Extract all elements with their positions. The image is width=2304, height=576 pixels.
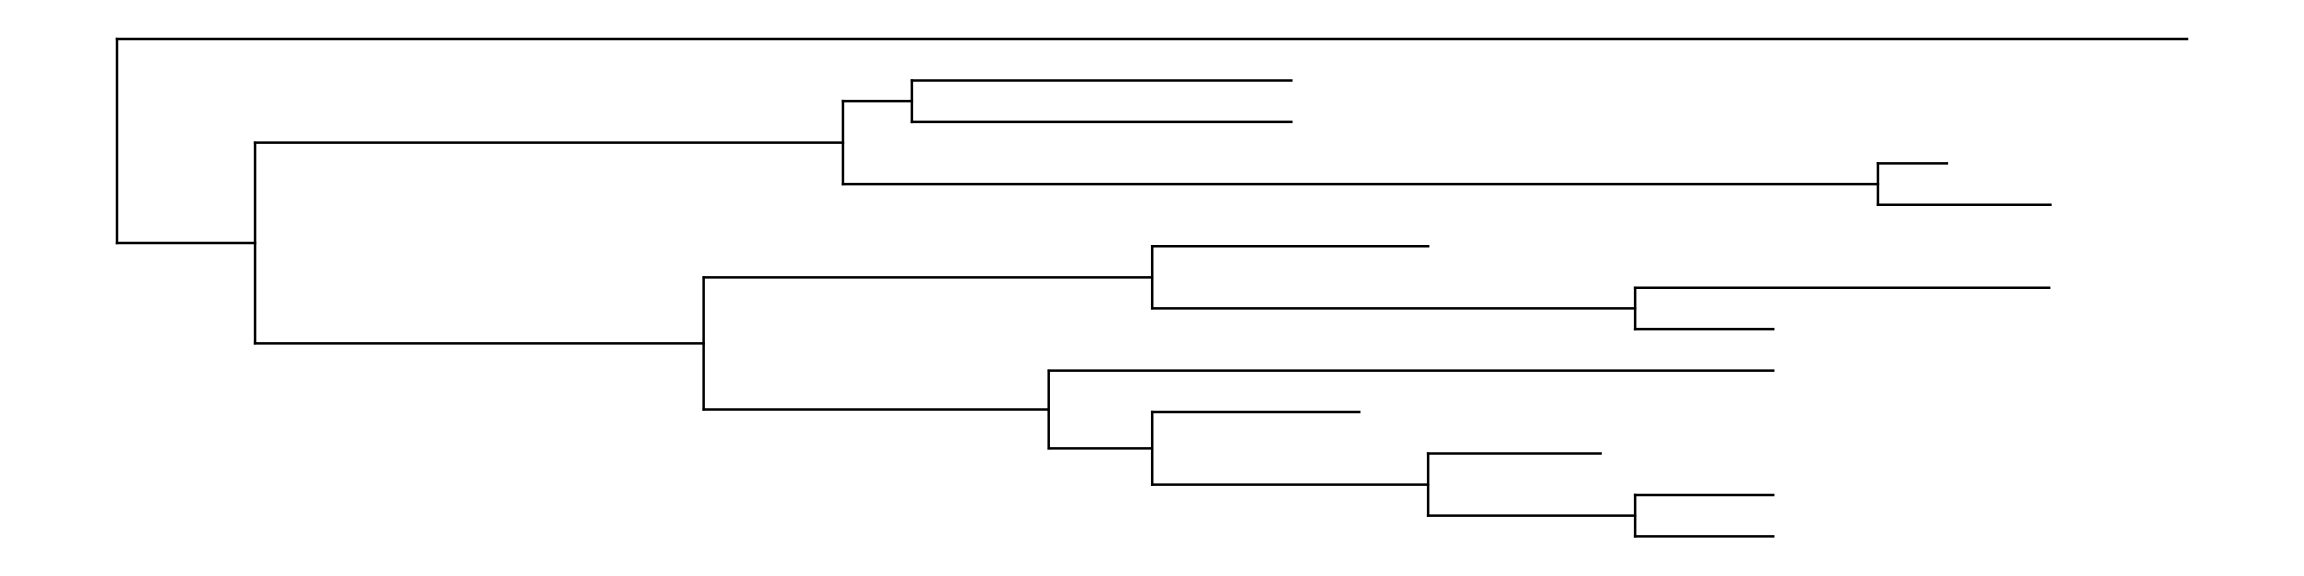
branch-group bbox=[115, 37, 2189, 538]
